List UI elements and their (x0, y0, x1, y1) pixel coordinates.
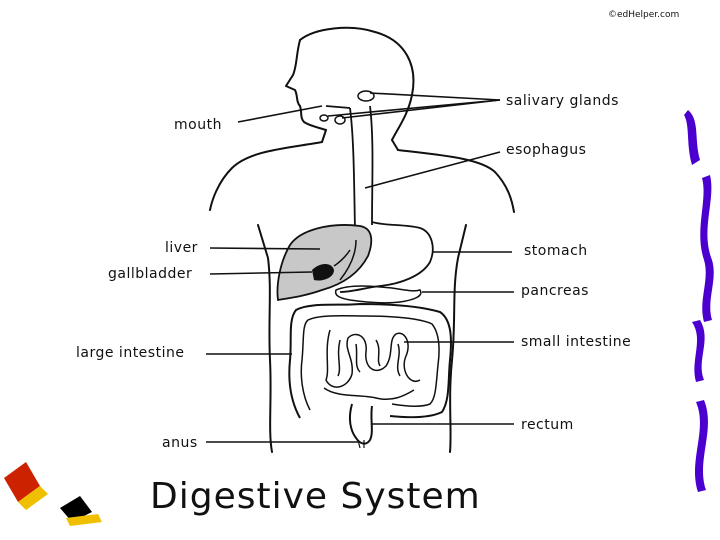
label-mouth: mouth (174, 117, 222, 133)
label-large-intestine: large intestine (76, 345, 185, 361)
liver (276, 224, 373, 302)
body-outline (209, 26, 515, 453)
esophagus-tube (325, 105, 374, 241)
small-intestine (323, 329, 421, 401)
large-intestine (288, 302, 452, 419)
label-rectum: rectum (521, 417, 574, 433)
pointer-lines (206, 92, 514, 443)
stomach (339, 221, 434, 293)
pancreas (334, 285, 422, 304)
label-gallbladder: gallbladder (108, 266, 193, 282)
label-small-intestine: small intestine (521, 334, 632, 350)
page-title: Digestive System (150, 476, 481, 517)
gallbladder (312, 264, 334, 281)
copyright-text: ©edHelper.com (608, 10, 680, 20)
decorative-crayon-icon (4, 462, 102, 526)
label-esophagus: esophagus (506, 142, 587, 158)
label-stomach: stomach (524, 243, 588, 259)
decorative-border-right (684, 110, 714, 492)
salivary-glands (319, 90, 375, 125)
rectum (348, 403, 373, 445)
label-liver: liver (165, 240, 198, 256)
label-anus: anus (162, 435, 198, 451)
label-salivary-glands: salivary glands (506, 93, 619, 109)
label-pancreas: pancreas (521, 283, 589, 299)
